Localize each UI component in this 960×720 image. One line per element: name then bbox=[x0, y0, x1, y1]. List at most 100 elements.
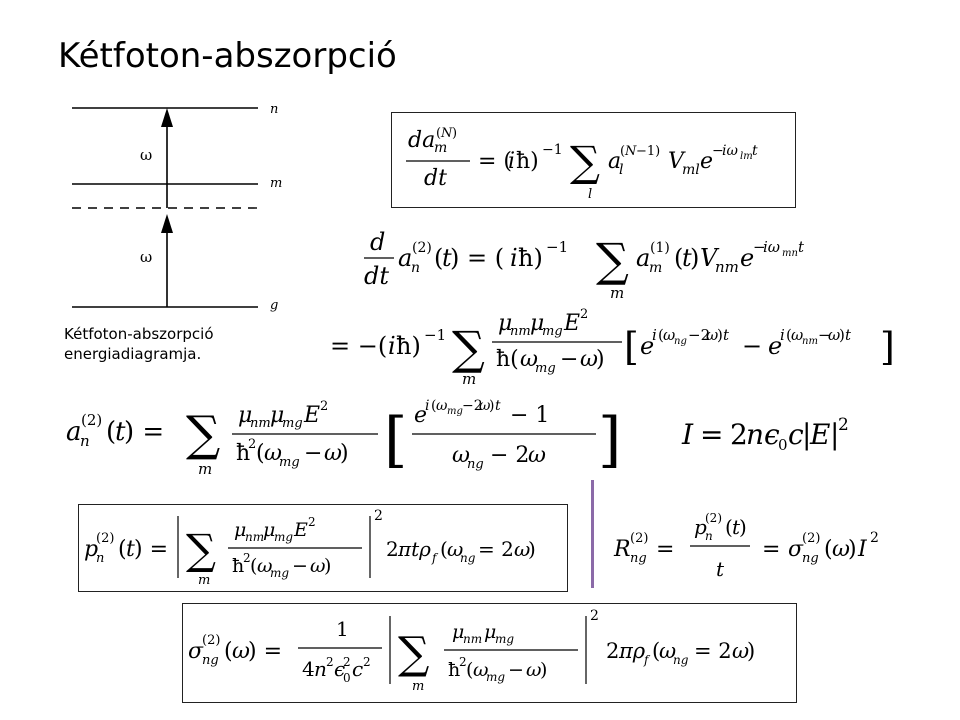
svg-text:]: ] bbox=[880, 325, 895, 369]
svg-text:(1): (1) bbox=[650, 240, 670, 256]
svg-text:=: = bbox=[762, 537, 780, 562]
svg-text:ω: ω bbox=[436, 398, 448, 414]
svg-text:mg: mg bbox=[535, 361, 556, 376]
svg-text:i: i bbox=[508, 149, 515, 174]
svg-text:R: R bbox=[613, 537, 631, 562]
svg-text:): ) bbox=[596, 347, 605, 372]
svg-text:i: i bbox=[425, 398, 429, 414]
svg-text:ω: ω bbox=[452, 443, 470, 468]
svg-text:n: n bbox=[80, 432, 90, 450]
svg-text:−: − bbox=[818, 326, 831, 344]
svg-text:ω: ω bbox=[791, 326, 803, 344]
svg-text:n: n bbox=[314, 657, 327, 681]
svg-text:ω: ω bbox=[520, 347, 538, 372]
svg-text:∑: ∑ bbox=[186, 406, 220, 462]
svg-text:a: a bbox=[66, 417, 82, 447]
svg-text:− 1: − 1 bbox=[510, 403, 549, 428]
svg-text:f: f bbox=[643, 653, 651, 667]
svg-text:(: ( bbox=[436, 126, 441, 141]
svg-text:−: − bbox=[742, 332, 762, 360]
svg-text:2: 2 bbox=[243, 551, 251, 565]
svg-text:∑: ∑ bbox=[398, 628, 429, 679]
svg-text:ħ: ħ bbox=[236, 441, 250, 466]
svg-text:m: m bbox=[412, 679, 424, 694]
svg-text:(: ( bbox=[786, 326, 792, 344]
svg-text:t: t bbox=[682, 244, 692, 272]
svg-text:= (: = ( bbox=[478, 149, 512, 174]
svg-text:t: t bbox=[115, 417, 126, 447]
svg-text:ω: ω bbox=[232, 639, 250, 664]
svg-text:) = (: ) = ( bbox=[450, 244, 504, 272]
svg-text:μ: μ bbox=[234, 519, 246, 541]
svg-text:t: t bbox=[126, 537, 135, 562]
svg-text:I: I bbox=[681, 418, 694, 451]
svg-text:): ) bbox=[747, 639, 755, 663]
svg-text:ng: ng bbox=[673, 653, 689, 667]
svg-text:c: c bbox=[788, 418, 804, 451]
svg-text:): ) bbox=[340, 441, 349, 466]
svg-text:da: da bbox=[408, 128, 435, 153]
svg-text:ω: ω bbox=[324, 441, 342, 466]
svg-text:(: ( bbox=[250, 555, 257, 577]
svg-text:|: | bbox=[802, 418, 811, 451]
svg-text:(2): (2) bbox=[202, 633, 220, 648]
svg-text:e: e bbox=[768, 332, 782, 360]
svg-text:2: 2 bbox=[870, 530, 879, 546]
svg-text:i: i bbox=[510, 244, 518, 272]
svg-text:): ) bbox=[452, 126, 457, 141]
caption-line-1: Kétfoton-abszorpció bbox=[64, 325, 214, 343]
svg-text:(: ( bbox=[434, 244, 443, 272]
svg-text:(: ( bbox=[658, 326, 664, 344]
svg-text:E: E bbox=[563, 311, 580, 336]
svg-text:μ: μ bbox=[530, 311, 544, 336]
svg-text:−1: −1 bbox=[542, 142, 563, 158]
svg-text:−: − bbox=[560, 347, 578, 372]
svg-text:d: d bbox=[370, 228, 385, 256]
svg-text:(: ( bbox=[674, 244, 683, 272]
svg-text:2: 2 bbox=[374, 508, 383, 524]
svg-text:ω: ω bbox=[473, 659, 489, 681]
svg-text:(2): (2) bbox=[412, 240, 432, 256]
svg-text:(2): (2) bbox=[705, 511, 722, 525]
svg-text:− 2: − 2 bbox=[490, 443, 529, 468]
svg-text:ω: ω bbox=[526, 659, 542, 681]
svg-text:N: N bbox=[624, 144, 637, 159]
svg-text:E: E bbox=[293, 519, 308, 541]
svg-text:mg: mg bbox=[274, 530, 293, 544]
svg-text:(: ( bbox=[620, 144, 625, 159]
svg-text:): ) bbox=[690, 244, 699, 272]
svg-text:= −(: = −( bbox=[330, 332, 387, 360]
svg-text:= 2: = 2 bbox=[694, 639, 732, 663]
svg-text:) =: ) = bbox=[124, 417, 164, 447]
svg-text:m: m bbox=[198, 573, 210, 588]
svg-text:i: i bbox=[780, 326, 785, 344]
svg-text:2: 2 bbox=[248, 437, 256, 452]
svg-text:(2): (2) bbox=[630, 531, 648, 546]
svg-text:nm: nm bbox=[250, 416, 271, 431]
svg-text:2: 2 bbox=[838, 415, 849, 435]
svg-text:ω: ω bbox=[663, 326, 675, 344]
svg-text:ħ: ħ bbox=[448, 659, 460, 681]
svg-text:ħ): ħ) bbox=[396, 332, 421, 360]
svg-text:μ: μ bbox=[498, 311, 512, 336]
svg-text:∑: ∑ bbox=[186, 525, 216, 574]
svg-text:(: ( bbox=[466, 659, 473, 681]
equation-box-1 bbox=[391, 112, 796, 208]
svg-text:e: e bbox=[700, 149, 713, 174]
svg-text:∑: ∑ bbox=[570, 137, 600, 186]
svg-text:πρ: πρ bbox=[618, 639, 646, 663]
slide-title: Kétfoton-abszorpció bbox=[58, 36, 397, 76]
svg-text:e: e bbox=[740, 244, 754, 272]
svg-text:ng: ng bbox=[202, 653, 219, 668]
svg-text:−1: −1 bbox=[424, 326, 446, 344]
svg-text:ω: ω bbox=[447, 537, 463, 561]
svg-text:E: E bbox=[303, 403, 320, 428]
svg-text:V: V bbox=[700, 244, 720, 272]
svg-text:ω: ω bbox=[832, 537, 850, 562]
svg-text:(2): (2) bbox=[96, 531, 114, 546]
svg-text:−1: −1 bbox=[546, 238, 568, 256]
equation-5: I = 2 nϵ 0 c | E | 2 bbox=[680, 410, 880, 460]
svg-text:): ) bbox=[848, 537, 857, 562]
